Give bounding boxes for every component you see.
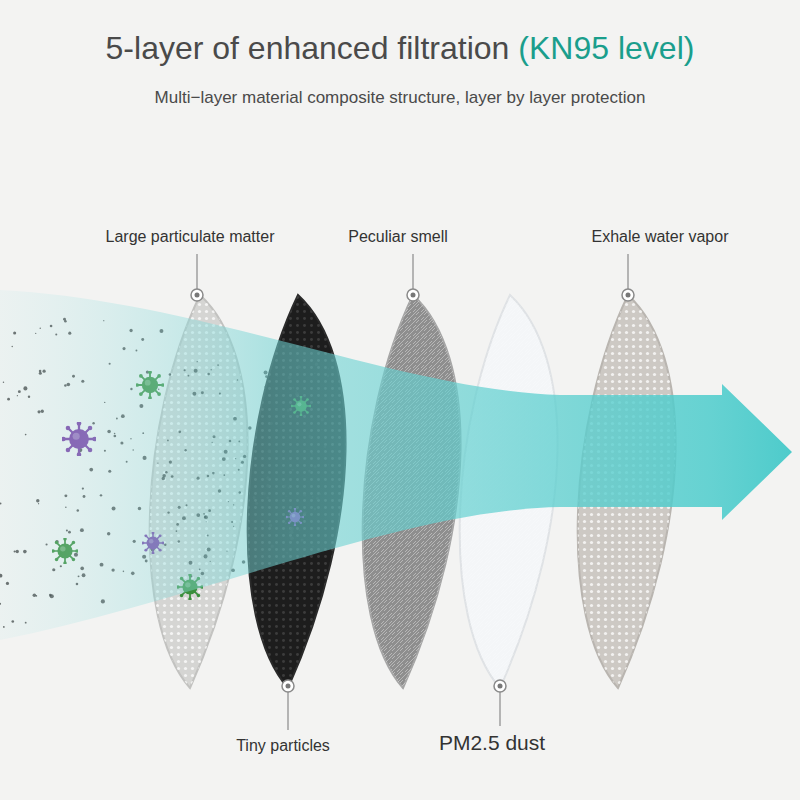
airflow-arrow xyxy=(0,290,792,640)
leader-lines xyxy=(197,254,628,730)
callout-label: Tiny particles xyxy=(236,737,330,755)
callout-label: PM2.5 dust xyxy=(439,731,545,755)
callout-label: Exhale water vapor xyxy=(592,228,729,246)
title-highlight: (KN95 level) xyxy=(518,30,694,67)
callout-label: Large particulate matter xyxy=(106,228,275,246)
callout-label: Peculiar smell xyxy=(348,228,448,246)
subtitle: Multi−layer material composite structure… xyxy=(155,88,646,108)
callout-dots xyxy=(191,289,634,692)
title: 5-layer of enhanced filtration xyxy=(106,30,510,67)
